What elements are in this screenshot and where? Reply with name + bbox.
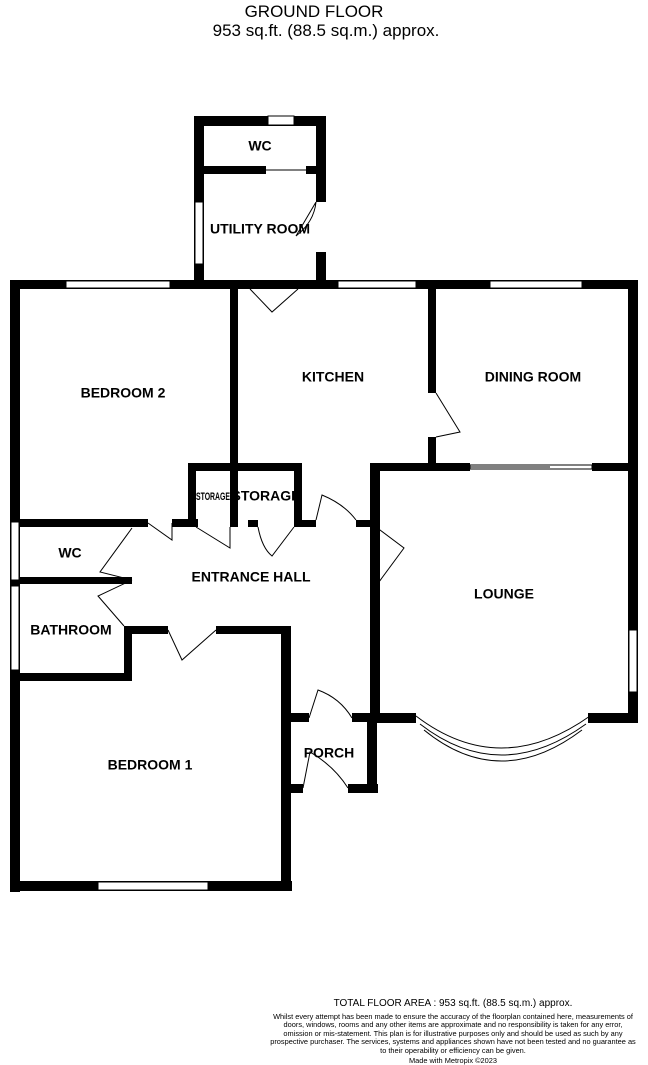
room-label-wc-top: WC — [248, 138, 271, 154]
room-label-dining-room: DINING ROOM — [485, 369, 581, 385]
room-label-bedroom-2: BEDROOM 2 — [81, 385, 166, 401]
room-label-porch: PORCH — [304, 745, 355, 761]
room-label-bedroom-1: BEDROOM 1 — [108, 757, 193, 773]
interior-walls — [10, 285, 638, 681]
floor-title: GROUND FLOOR — [244, 2, 384, 21]
room-label-utility-room: UTILITY ROOM — [210, 221, 310, 237]
floor-area-subtitle: 953 sq.ft. (88.5 sq.m.) approx. — [212, 21, 440, 40]
room-label-storage-small: STORAGE — [196, 491, 230, 503]
windows — [10, 115, 638, 891]
room-label-lounge: LOUNGE — [474, 586, 534, 602]
room-label-kitchen: KITCHEN — [302, 369, 364, 385]
outer-walls — [10, 116, 638, 892]
room-label-bathroom: BATHROOM — [30, 622, 111, 638]
doors — [97, 169, 461, 789]
bay-window — [415, 715, 591, 762]
room-label-storage: STORAGE — [232, 488, 301, 504]
total-floor-area: TOTAL FLOOR AREA : 953 sq.ft. (88.5 sq.m… — [333, 998, 573, 1009]
room-label-entrance-hall: ENTRANCE HALL — [192, 569, 311, 585]
made-with-credit: Made with Metropix ©2023 — [408, 1056, 498, 1065]
room-label-wc-left: WC — [58, 545, 81, 561]
disclaimer-text: Whilst every attempt has been made to en… — [270, 1012, 636, 1055]
